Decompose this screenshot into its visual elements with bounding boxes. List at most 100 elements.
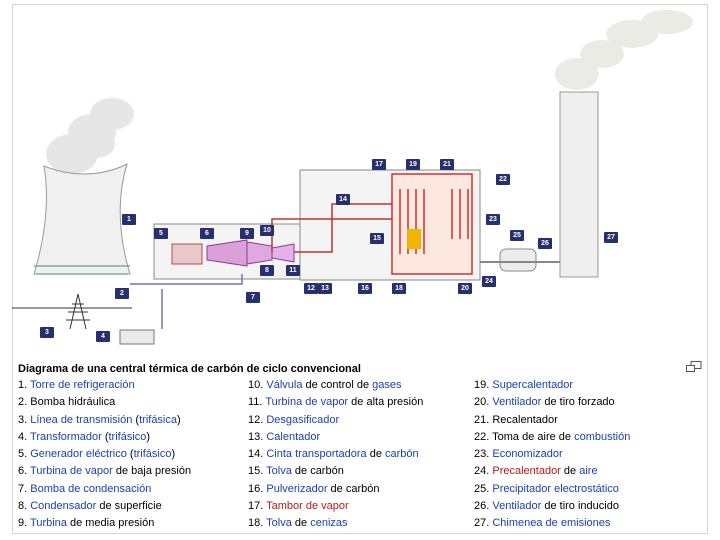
legend-link[interactable]: Pulverizador [266, 482, 328, 495]
cooling-tower-base [34, 265, 130, 275]
tag-9: 9 [240, 228, 254, 239]
legend-link[interactable]: cenizas [310, 517, 348, 530]
tag-25: 25 [510, 230, 524, 241]
legend-number: 24. [474, 465, 493, 478]
tag-23: 23 [486, 214, 500, 225]
legend-item: 8. Condensador de superficie [18, 498, 191, 515]
legend-number: 27. [474, 517, 493, 530]
legend-text: de baja presión [112, 465, 192, 478]
legend-item: 15. Tolva de carbón [248, 463, 423, 480]
hp-turbine [271, 243, 295, 263]
legend-number: 12. [248, 413, 267, 426]
legend-text: de alta presión [348, 396, 424, 409]
legend-text: ( [126, 448, 134, 461]
legend-link[interactable]: trifásica [139, 413, 177, 426]
legend-link[interactable]: Condensador [30, 500, 97, 513]
legend-link[interactable]: Cinta transportadora [266, 448, 367, 461]
power-plant-diagram [12, 10, 693, 345]
tag-10: 10 [260, 225, 274, 236]
cooling-tower [33, 163, 131, 275]
legend-number: 15. [248, 465, 267, 478]
legend-link[interactable]: Ventilador [492, 500, 542, 513]
legend-text: ) [146, 430, 151, 443]
legend-link[interactable]: Bomba de condensación [30, 482, 152, 495]
legend-link[interactable]: Transformador [30, 430, 102, 443]
legend-text: de [291, 517, 311, 530]
tag-6: 6 [200, 228, 214, 239]
legend-item: 24. Precalentador de aire [474, 463, 630, 480]
steam-pipes [271, 203, 392, 253]
legend-link[interactable]: Turbina de vapor [265, 396, 349, 409]
tag-22: 22 [496, 174, 510, 185]
legend-link[interactable]: Tambor de vapor [266, 500, 349, 513]
legend-link[interactable]: Tolva [266, 517, 292, 530]
legend-number: 26. [474, 500, 493, 513]
legend-link[interactable]: Ventilador [492, 396, 542, 409]
legend-link[interactable]: trifásico [108, 430, 147, 443]
legend-number: 25. [474, 482, 493, 495]
tag-27: 27 [604, 232, 618, 243]
legend-item: 21. Recalentador [474, 412, 630, 429]
legend-item: 14. Cinta transportadora de carbón [248, 446, 423, 463]
legend-link[interactable]: Economizador [492, 448, 563, 461]
superheater-coils [399, 189, 469, 254]
tag-20: 20 [458, 283, 472, 294]
tag-19: 19 [406, 159, 420, 170]
legend-link[interactable]: Tolva [266, 465, 292, 478]
tag-5: 5 [154, 228, 168, 239]
legend-item: 20. Ventilador de tiro forzado [474, 394, 630, 411]
tag-7: 7 [246, 292, 260, 303]
legend-number: 1. [18, 379, 31, 391]
legend-link[interactable]: Calentador [266, 430, 321, 443]
legend-number: 5. [18, 448, 31, 461]
legend-number: 23. [474, 448, 493, 461]
legend-item: 7. Bomba de condensación [18, 481, 191, 498]
chimney-smoke [555, 10, 693, 90]
legend-link[interactable]: Supercalentador [492, 379, 574, 391]
legend-item: 13. Calentador [248, 429, 423, 446]
legend-text: de carbón [291, 465, 344, 478]
legend-number: 19. [474, 379, 493, 391]
legend-number: 4. [18, 430, 31, 443]
legend-link[interactable]: gases [372, 379, 402, 391]
legend-item: 5. Generador eléctrico (trifásico) [18, 446, 191, 463]
legend-item: 11. Turbina de vapor de alta presión [248, 394, 423, 411]
legend-number: 21. [474, 413, 493, 426]
legend-link[interactable]: trifásico [133, 448, 172, 461]
legend-item: 25. Precipitador electrostático [474, 481, 630, 498]
legend-text: de carbón [327, 482, 380, 495]
legend-text: Toma de aire de [492, 430, 575, 443]
generator [171, 243, 203, 265]
legend-text: de [560, 465, 580, 478]
legend-item: 10. Válvula de control de gases [248, 377, 423, 394]
legend-link[interactable]: aire [579, 465, 598, 478]
legend-item: 18. Tolva de cenizas [248, 515, 423, 532]
legend-link[interactable]: Precalentador [492, 465, 561, 478]
legend-number: 20. [474, 396, 493, 409]
legend-link[interactable]: Chimenea de emisiones [492, 517, 611, 530]
legend-link[interactable]: combustión [574, 430, 631, 443]
legend-link[interactable]: Torre de refrigeración [30, 379, 135, 391]
legend-number: 22. [474, 430, 493, 443]
chimney [559, 91, 599, 278]
legend-item: 4. Transformador (trifásico) [18, 429, 191, 446]
tag-18: 18 [392, 283, 406, 294]
legend-link[interactable]: carbón [385, 448, 419, 461]
legend-link[interactable]: Turbina [30, 517, 67, 530]
water-pipes [130, 274, 243, 329]
legend-link[interactable]: Desgasificador [266, 413, 340, 426]
legend-number: 18. [248, 517, 267, 530]
legend-link[interactable]: Precipitador electrostático [492, 482, 619, 495]
legend-item: 1. Torre de refrigeración [18, 377, 191, 394]
tag-1: 1 [122, 214, 136, 225]
enlarge-icon[interactable] [686, 361, 702, 373]
legend-link[interactable]: Válvula [266, 379, 303, 391]
legend-text: de [366, 448, 385, 461]
legend-text: de control de [302, 379, 373, 391]
legend-link[interactable]: Línea de transmisión [30, 413, 133, 426]
legend-number: 8. [18, 500, 31, 513]
legend-link[interactable]: Generador eléctrico [30, 448, 127, 461]
legend-text: Recalentador [492, 413, 558, 426]
legend-link[interactable]: Turbina de vapor [30, 465, 113, 478]
